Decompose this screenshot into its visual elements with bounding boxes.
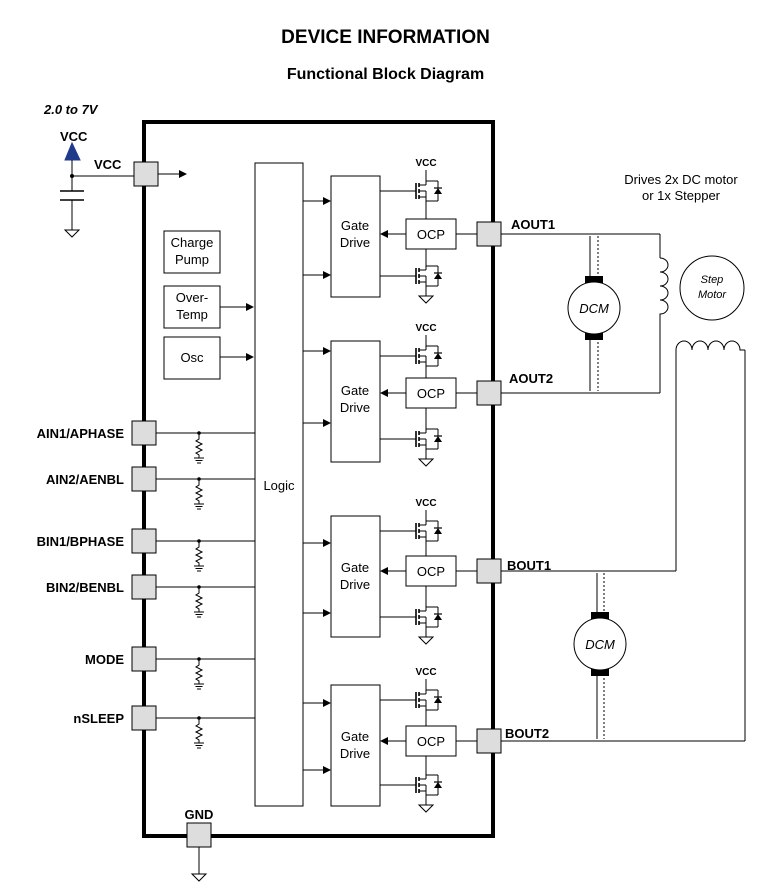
ground-icon xyxy=(418,798,434,813)
gate-drive-line2: Drive xyxy=(340,400,370,415)
loads-note-line2: or 1x Stepper xyxy=(642,188,721,203)
stepper-label-line1: Step xyxy=(701,274,724,286)
pin-label-ain2: AIN2/AENBL xyxy=(46,472,124,487)
vcc-supply-arrow-icon xyxy=(64,141,81,161)
gate-drive-channel-aout1: Gate Drive VCC OCP AOUT1 xyxy=(303,158,555,304)
fet-vcc-label: VCC xyxy=(415,158,436,169)
output-pin-label: BOUT1 xyxy=(507,558,551,573)
gate-drive-line2: Drive xyxy=(340,746,370,761)
page-title: DEVICE INFORMATION xyxy=(281,27,490,48)
low-side-fet-icon xyxy=(409,770,443,800)
ocp-label: OCP xyxy=(417,564,445,579)
ground-icon xyxy=(418,289,434,304)
pin-label-bin2: BIN2/BENBL xyxy=(46,580,124,595)
low-side-fet-icon xyxy=(409,261,443,291)
output-pin-label: AOUT1 xyxy=(511,217,555,232)
charge-pump-block xyxy=(163,230,221,274)
ground-icon xyxy=(418,630,434,645)
vcc-pin xyxy=(133,161,159,187)
gate-drive-line1: Gate xyxy=(341,218,369,233)
osc-block xyxy=(163,336,221,380)
input-pin-bin1: BIN1/BPHASE xyxy=(37,528,255,572)
input-pin-nsleep: nSLEEP xyxy=(73,705,255,749)
low-side-fet-icon xyxy=(409,602,443,632)
input-pin-ain1: AIN1/APHASE xyxy=(37,420,255,464)
ocp-label: OCP xyxy=(417,386,445,401)
gate-drive-line1: Gate xyxy=(341,729,369,744)
low-side-fet-icon xyxy=(409,424,443,454)
gate-drive-block xyxy=(330,684,381,807)
stepper-motor: Step Motor xyxy=(659,255,745,351)
ground-icon xyxy=(191,867,207,882)
charge-pump-line1: Charge xyxy=(171,235,214,250)
high-side-fet-icon xyxy=(409,685,443,715)
gate-drive-line1: Gate xyxy=(341,560,369,575)
charge-pump-line2: Pump xyxy=(175,252,209,267)
gate-drive-line2: Drive xyxy=(340,577,370,592)
input-pin-bin2: BIN2/BENBL xyxy=(46,574,255,618)
high-side-fet-icon xyxy=(409,176,443,206)
gate-drive-line1: Gate xyxy=(341,383,369,398)
gate-drive-channel-bout2: Gate Drive VCC OCP BOUT2 xyxy=(303,667,549,813)
output-pin-label: BOUT2 xyxy=(505,726,549,741)
logic-label: Logic xyxy=(263,478,295,493)
gate-drive-channel-aout2: Gate Drive VCC OCP AOUT2 xyxy=(303,323,553,467)
fet-vcc-label: VCC xyxy=(415,323,436,334)
output-pin-label: AOUT2 xyxy=(509,371,553,386)
gate-drive-block xyxy=(330,515,381,638)
dc-motor-b-label: DCM xyxy=(585,637,615,652)
dc-motor-a: DCM xyxy=(567,236,621,391)
logic-block xyxy=(254,162,304,807)
input-pin-mode: MODE xyxy=(85,646,255,690)
output-pin xyxy=(476,558,502,584)
high-side-fet-icon xyxy=(409,341,443,371)
vcc-pin-label: VCC xyxy=(94,157,122,172)
dc-motor-a-label: DCM xyxy=(579,301,609,316)
ground-icon xyxy=(418,452,434,467)
gate-drive-block xyxy=(330,340,381,463)
loads-note-line1: Drives 2x DC motor xyxy=(624,172,738,187)
pin-label-mode: MODE xyxy=(85,652,124,667)
gate-drive-line2: Drive xyxy=(340,235,370,250)
pin-label-ain1: AIN1/APHASE xyxy=(37,426,125,441)
vcc-supply-label: VCC xyxy=(60,129,88,144)
high-side-fet-icon xyxy=(409,516,443,546)
ocp-label: OCP xyxy=(417,734,445,749)
output-pin xyxy=(476,221,502,247)
page-subtitle: Functional Block Diagram xyxy=(286,66,485,83)
pin-label-nsleep: nSLEEP xyxy=(73,711,124,726)
stepper-label-line2: Motor xyxy=(698,289,727,301)
fet-vcc-label: VCC xyxy=(415,498,436,509)
gnd-pin xyxy=(186,822,212,848)
input-pin-ain2: AIN2/AENBL xyxy=(46,466,255,510)
supply-range-label: 2.0 to 7V xyxy=(43,102,99,117)
pin-label-bin1: BIN1/BPHASE xyxy=(37,534,125,549)
over-temp-line2: Temp xyxy=(176,307,208,322)
ocp-label: OCP xyxy=(417,227,445,242)
ground-icon xyxy=(64,223,80,238)
gate-drive-channel-bout1: Gate Drive VCC OCP BOUT1 xyxy=(303,498,551,645)
osc-label: Osc xyxy=(180,350,204,365)
over-temp-line1: Over- xyxy=(176,290,209,305)
output-pin xyxy=(476,380,502,406)
dc-motor-b: DCM xyxy=(573,573,627,739)
gnd-pin-label: GND xyxy=(185,807,214,822)
fet-vcc-label: VCC xyxy=(415,667,436,678)
output-pin xyxy=(476,728,502,754)
